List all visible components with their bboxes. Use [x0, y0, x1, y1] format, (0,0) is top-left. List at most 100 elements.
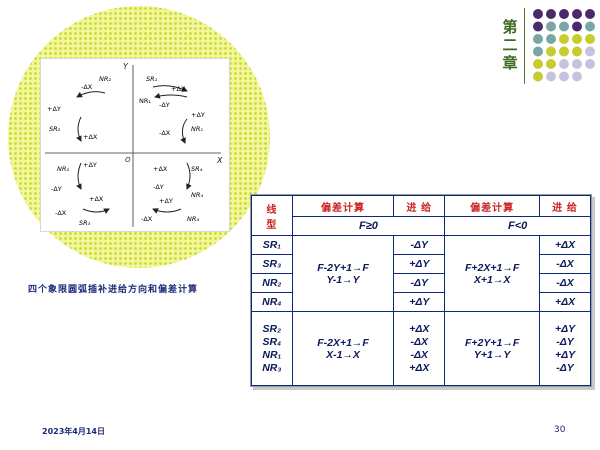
- q3-sr-label: SR₃: [79, 219, 91, 227]
- header-calc-pos: 偏差计算: [291, 195, 395, 217]
- header-feed-neg: 进 给: [539, 195, 591, 217]
- feed-cell: -ΔX: [539, 273, 591, 293]
- decorative-dot: [572, 71, 582, 82]
- decorative-dot: [533, 46, 543, 57]
- diagram-svg: X Y O SR₁ +ΔX NR₁ -ΔY +ΔY NR₁ -ΔX NR₂ -Δ…: [45, 62, 223, 227]
- q3-arc-left: [76, 162, 82, 190]
- formula-line: F+2Y+1→F: [465, 336, 520, 349]
- q2-pos-y: +ΔY: [47, 105, 61, 113]
- q4-nr-lower: NR₄: [187, 215, 199, 223]
- decorative-dot: [546, 59, 556, 69]
- line-type-cell: SR₁: [251, 235, 293, 255]
- header-line-type-char: 线: [266, 204, 278, 216]
- condition-f-nonneg: F≥0: [291, 216, 446, 236]
- feed-item: +ΔY: [554, 348, 576, 361]
- q4-pos-y: +ΔY: [159, 197, 173, 205]
- x-axis-label: X: [216, 156, 223, 165]
- feed-item: -ΔY: [556, 335, 574, 348]
- footer-date: 2023年4月14日: [42, 427, 105, 436]
- chapter-char: 二: [502, 36, 518, 54]
- q1-neg-x: -ΔX: [159, 129, 171, 137]
- q3-neg-x: -ΔX: [55, 209, 67, 217]
- decorative-dot: [559, 21, 569, 32]
- decorative-dot: [546, 21, 556, 32]
- q1-nr-label: NR₁: [139, 97, 151, 105]
- title-divider: [524, 8, 525, 84]
- calc-formula-cell: F+2Y+1→F Y+1→Y: [444, 311, 541, 386]
- calc-formula-cell: F-2X+1→F X-1→X: [291, 311, 395, 386]
- y-axis-label: Y: [123, 62, 129, 71]
- formula-line: Y+1→Y: [473, 348, 511, 361]
- header-feed-pos: 进 给: [393, 195, 446, 217]
- q1-pos-x: +ΔX: [171, 85, 186, 93]
- decorative-dot: [533, 59, 543, 69]
- decorative-dot: [572, 21, 582, 32]
- decorative-dot: [585, 9, 595, 19]
- decorative-dot: [533, 9, 543, 19]
- feed-item: +ΔX: [409, 361, 430, 374]
- decorative-dot: [533, 21, 543, 32]
- feed-item: -ΔY: [556, 361, 574, 374]
- condition-f-neg: F<0: [444, 216, 591, 236]
- calc-formula-cell: F-2Y+1→F Y-1→Y: [291, 235, 395, 312]
- q2-pos-x: +ΔX: [83, 133, 98, 141]
- formula-line: F-2Y+1→F: [317, 261, 369, 274]
- q2-arc-top: [76, 91, 106, 98]
- feed-group-cell: +ΔX -ΔX -ΔX +ΔX: [393, 311, 446, 386]
- decorative-dot: [572, 59, 582, 69]
- feed-cell: +ΔX: [539, 292, 591, 312]
- chapter-title: 第 二 章: [502, 18, 518, 72]
- feed-group-cell: +ΔY -ΔY +ΔY -ΔY: [539, 311, 591, 386]
- line-type-cell: NR₄: [251, 292, 293, 312]
- feed-cell: +ΔX: [539, 235, 591, 255]
- header-line-type-char: 型: [266, 219, 278, 231]
- decorative-dot: [533, 34, 543, 44]
- q2-neg-x: -ΔX: [81, 83, 93, 91]
- decorative-dot: [572, 46, 582, 57]
- decorative-dot: [585, 21, 595, 32]
- q3-pos-x: +ΔX: [89, 195, 104, 203]
- decorative-dot: [585, 34, 595, 44]
- header-line-type: 线 型: [251, 195, 293, 236]
- decorative-dot: [546, 46, 556, 57]
- decorative-dot: [546, 34, 556, 44]
- diagram-caption: 四个象限圆弧插补进给方向和偏差计算: [28, 285, 199, 295]
- formula-line: X+1→X: [473, 273, 511, 286]
- q4-arc-right: [186, 162, 192, 190]
- q4-neg-x: -ΔX: [141, 215, 153, 223]
- q4-neg-y: -ΔY: [153, 183, 164, 191]
- q3-nr-label: NR₃: [57, 165, 69, 173]
- feed-cell: -ΔX: [539, 254, 591, 274]
- decorative-dot: [546, 9, 556, 19]
- decorative-dot: [559, 46, 569, 57]
- q1-sr-label: SR₁: [146, 75, 158, 83]
- line-type-item: SR₂: [262, 322, 282, 335]
- q4-arc-bottom: [152, 208, 182, 214]
- decorative-dot: [559, 59, 569, 69]
- line-type-cell: NR₂: [251, 273, 293, 293]
- formula-line: F-2X+1→F: [317, 336, 369, 349]
- origin-label: O: [125, 156, 131, 164]
- feed-cell: +ΔY: [393, 292, 446, 312]
- line-type-item: NR₁: [262, 348, 282, 361]
- chapter-char: 章: [502, 54, 518, 72]
- feed-item: +ΔY: [554, 322, 576, 335]
- calc-formula-cell: F+2X+1→F X+1→X: [444, 235, 541, 312]
- q1-arc-bottom: [154, 92, 188, 99]
- page-number: 30: [554, 425, 566, 435]
- formula-line: X-1→X: [326, 348, 360, 361]
- formula-line: Y-1→Y: [326, 273, 360, 286]
- feed-item: -ΔX: [410, 335, 429, 348]
- line-type-item: SR₄: [262, 335, 282, 348]
- decorative-dot: [559, 9, 569, 19]
- q3-pos-y: +ΔY: [83, 161, 97, 169]
- feed-item: -ΔX: [410, 348, 429, 361]
- q1-nr-lower: NR₁: [191, 125, 203, 133]
- q3-arc-bottom: [82, 208, 110, 214]
- q3-neg-y: -ΔY: [51, 185, 62, 193]
- header-calc-neg: 偏差计算: [444, 195, 541, 217]
- decorative-dot: [572, 34, 582, 44]
- feed-cell: -ΔY: [393, 273, 446, 293]
- q1-pos-y: +ΔY: [191, 111, 205, 119]
- decorative-dot: [585, 46, 595, 57]
